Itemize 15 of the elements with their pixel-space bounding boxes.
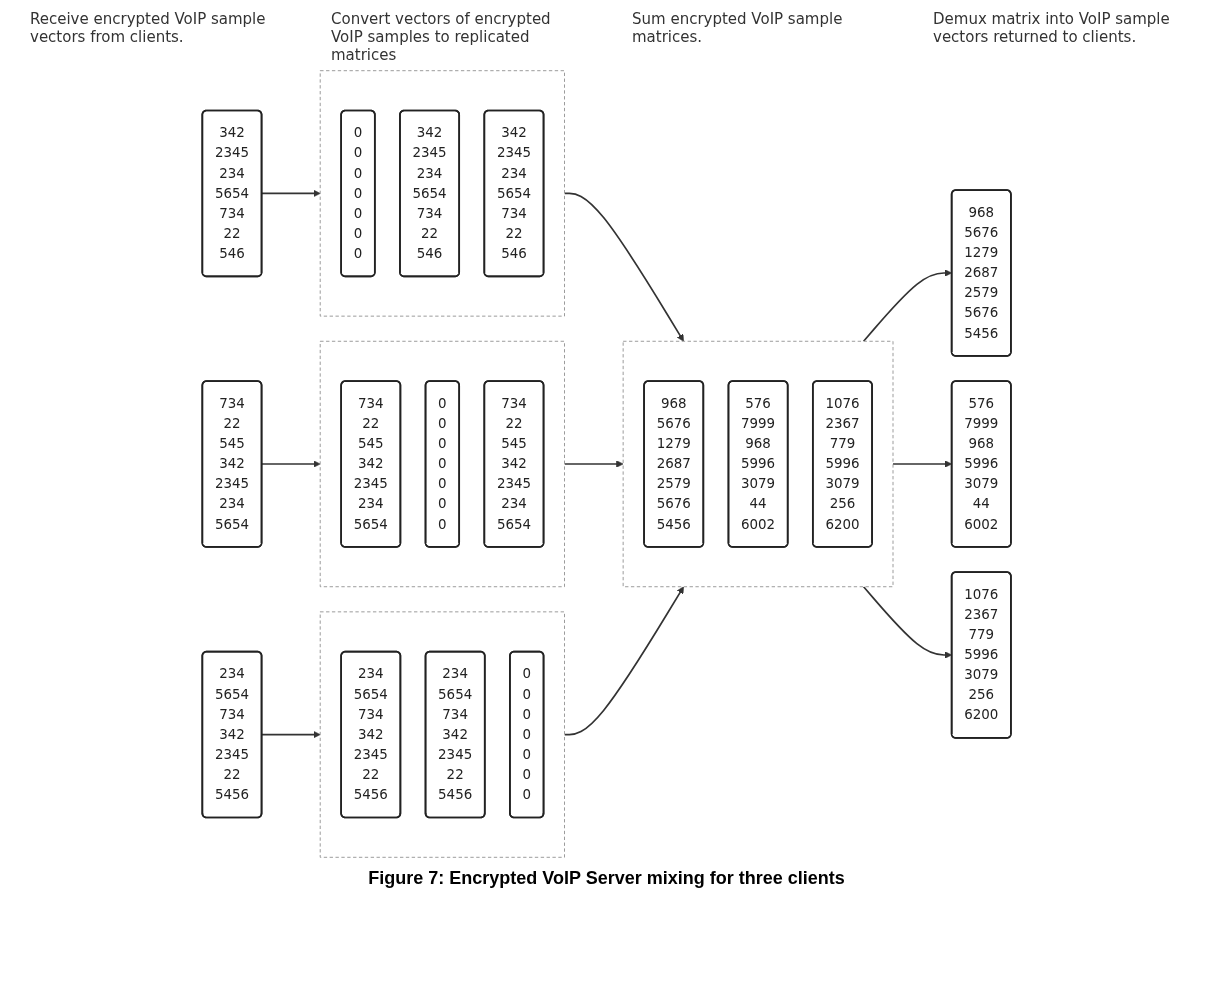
arrow [563, 460, 624, 468]
arrow [862, 269, 952, 343]
cluster [319, 611, 565, 858]
arrow [862, 585, 952, 659]
cluster [622, 340, 894, 588]
arrow [563, 586, 684, 736]
note-text: Sum encrypted VoIP sample matrices. [632, 10, 844, 48]
note-text: Convert vectors of encrypted VoIP samples to replicated matrices [331, 10, 552, 64]
cluster [319, 70, 565, 317]
note-text: Demux matrix into VoIP sample vectors returned to clients. [933, 10, 1171, 48]
arrow [892, 460, 952, 468]
note-text: Receive encrypted VoIP sample vectors from clients. [30, 10, 267, 48]
cluster [319, 340, 565, 588]
arrow [563, 192, 684, 342]
figure-caption: Figure 7: Encrypted VoIP Server mixing for three clients [367, 868, 846, 889]
